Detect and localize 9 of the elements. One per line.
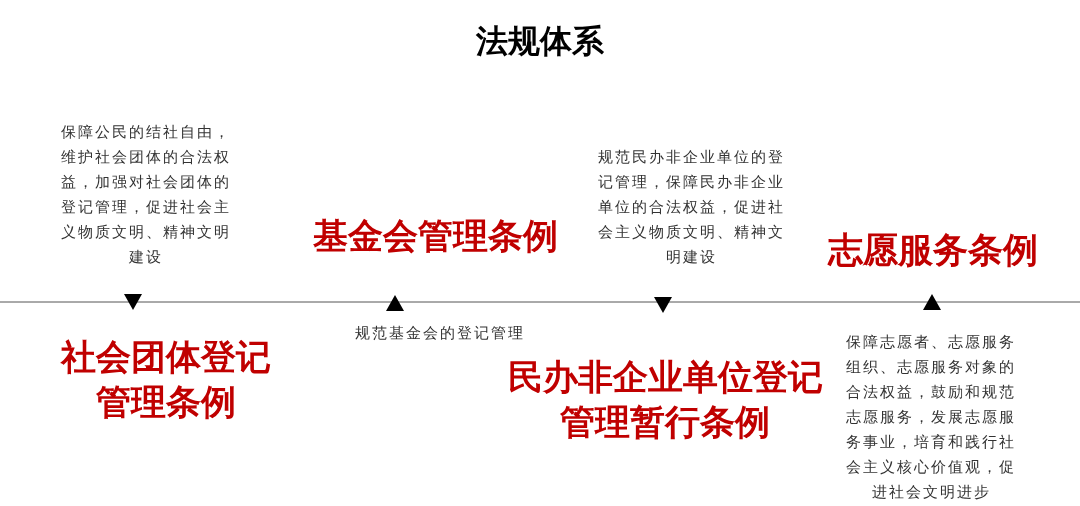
law-name: 社会团体登记管理条例 bbox=[59, 336, 272, 424]
law-purpose-text: 保障公民的结社自由，维护社会团体的合法权益，加强对社会团体的登记管理，促进社会主义物质文明、精神文明建设 bbox=[60, 122, 232, 268]
law-name: 民办非企业单位登记管理暂行条例 bbox=[506, 356, 824, 444]
law-purpose-text: 规范基金会的登记管理 bbox=[354, 323, 526, 344]
law-purpose-text: 保障志愿者、志愿服务组织、志愿服务对象的合法权益，鼓励和规范志愿服务，发展志愿服务事业，培育和践行社会主义核心价值观，促进社会文明进步 bbox=[845, 332, 1017, 503]
law-purpose-text: 规范民办非企业单位的登记管理，保障民办非企业单位的合法权益，促进社会主义物质文明、精神文明建设 bbox=[596, 147, 786, 268]
diagram-title: 法规体系 bbox=[475, 21, 605, 62]
law-name: 基金会管理条例 bbox=[311, 215, 559, 258]
law-name: 志愿服务条例 bbox=[826, 229, 1039, 272]
